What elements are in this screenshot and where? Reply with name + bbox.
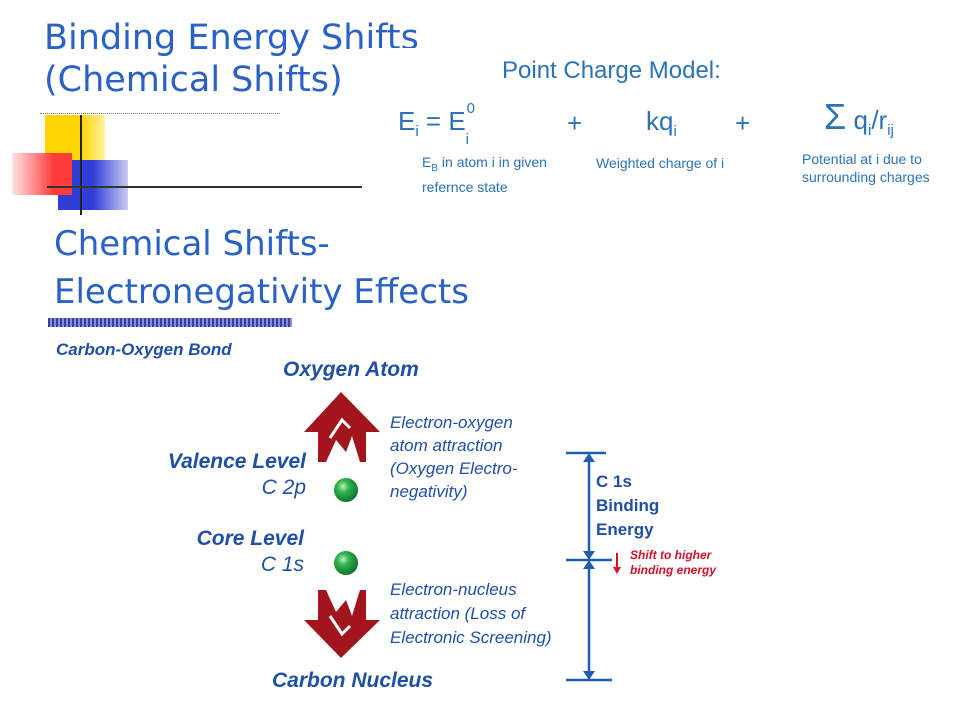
valence-labels: Valence Level C 2p: [120, 449, 306, 501]
binding-energy-label: C 1s Binding Energy: [596, 470, 659, 542]
be-line2: Binding: [596, 496, 660, 515]
slide-subtitle-line2: Electronegativity Effects: [54, 272, 469, 312]
slide-title: Binding Energy Shifts (Chemical Shifts): [44, 17, 419, 101]
valence-orbital-icon: [334, 478, 358, 502]
be-line1: C 1s: [596, 472, 632, 491]
shift-arrow-icon: [613, 553, 621, 574]
be-line3: Energy: [596, 520, 654, 539]
shift-note: Shift to higher binding energy: [630, 548, 716, 578]
note-weighted-charge: Weighted charge of i: [596, 155, 725, 171]
note1-line2: refernce state: [422, 178, 508, 195]
eq-plus-1: +: [567, 108, 583, 138]
slide-title-line2: (Chemical Shifts): [44, 60, 343, 100]
eq-sum: Σ qi/rij: [824, 96, 894, 139]
core-labels: Core Level C 1s: [120, 526, 304, 578]
vertical-rule: [80, 115, 82, 215]
eq-kq: kqi: [646, 106, 677, 140]
slide-subtitle: Chemical Shifts- Electronegativity Effec…: [54, 220, 469, 316]
eq-q-sub: i: [867, 122, 872, 140]
note1-e: E: [422, 154, 432, 170]
eq-equals: = E: [425, 106, 466, 136]
valence-level-label: Valence Level: [167, 450, 306, 473]
eq-e0-sub: i: [465, 131, 470, 149]
eq-e0-sup: 0: [466, 100, 476, 117]
slide-subtitle-line1: Chemical Shifts-: [54, 224, 330, 264]
eq-lhs-sub: i: [415, 123, 419, 141]
eq-plus-2: +: [735, 108, 751, 138]
red-square: [12, 153, 72, 195]
binding-energy-bracket: [566, 451, 612, 682]
eq-slash-r: /r: [871, 105, 888, 135]
core-orbital-icon: [334, 551, 358, 575]
template-decoration: [0, 0, 417, 220]
note-potential: Potential at i due to surrounding charge…: [802, 150, 930, 186]
note-reference-state: EB in atom i in given refernce state: [422, 153, 547, 196]
horizontal-rule: [47, 186, 417, 188]
eo-line4: negativity): [390, 482, 468, 501]
note1-sub: B: [431, 162, 439, 174]
eq-q: q: [853, 105, 868, 135]
eq-kq-text: kq: [646, 106, 674, 136]
eq-kq-sub: i: [673, 123, 677, 141]
point-charge-heading: Point Charge Model:: [502, 57, 721, 84]
bond-label: Carbon-Oxygen Bond: [56, 340, 232, 359]
eo-line2: atom attraction: [390, 436, 503, 455]
en-line3: Electronic Screening): [390, 628, 552, 647]
oxygen-atom-label: Oxygen Atom: [283, 358, 419, 381]
note3-line2: surrounding charges: [802, 169, 930, 185]
up-arrow-icon: [304, 392, 380, 462]
subtitle-underline: [48, 318, 292, 327]
c2p-label: C 2p: [261, 476, 306, 499]
eo-line1: Electron-oxygen: [390, 413, 513, 432]
core-level-label: Core Level: [196, 527, 304, 550]
shift-line2: binding energy: [630, 563, 717, 577]
en-line2: attraction (Loss of: [390, 604, 526, 623]
title-underline: [40, 113, 280, 115]
eq-r-sub: ij: [887, 122, 894, 140]
c1s-label: C 1s: [260, 553, 304, 576]
slide-title-line1: Binding Energy Shifts: [44, 18, 419, 58]
electron-oxygen-note: Electron-oxygen atom attraction (Oxygen …: [390, 411, 518, 503]
electron-nucleus-note: Electron-nucleus attraction (Loss of Ele…: [390, 578, 552, 650]
note3-line1: Potential at i due to: [802, 151, 922, 167]
down-arrow-icon: [304, 590, 380, 658]
eo-line3: (Oxygen Electro-: [390, 459, 518, 478]
note1-rest: in atom i in given: [438, 154, 547, 170]
shift-line1: Shift to higher: [630, 548, 712, 562]
sigma-icon: Σ: [824, 96, 847, 137]
carbon-nucleus-label: Carbon Nucleus: [272, 669, 434, 692]
en-line1: Electron-nucleus: [390, 580, 517, 599]
eq-lhs: E: [398, 106, 416, 136]
